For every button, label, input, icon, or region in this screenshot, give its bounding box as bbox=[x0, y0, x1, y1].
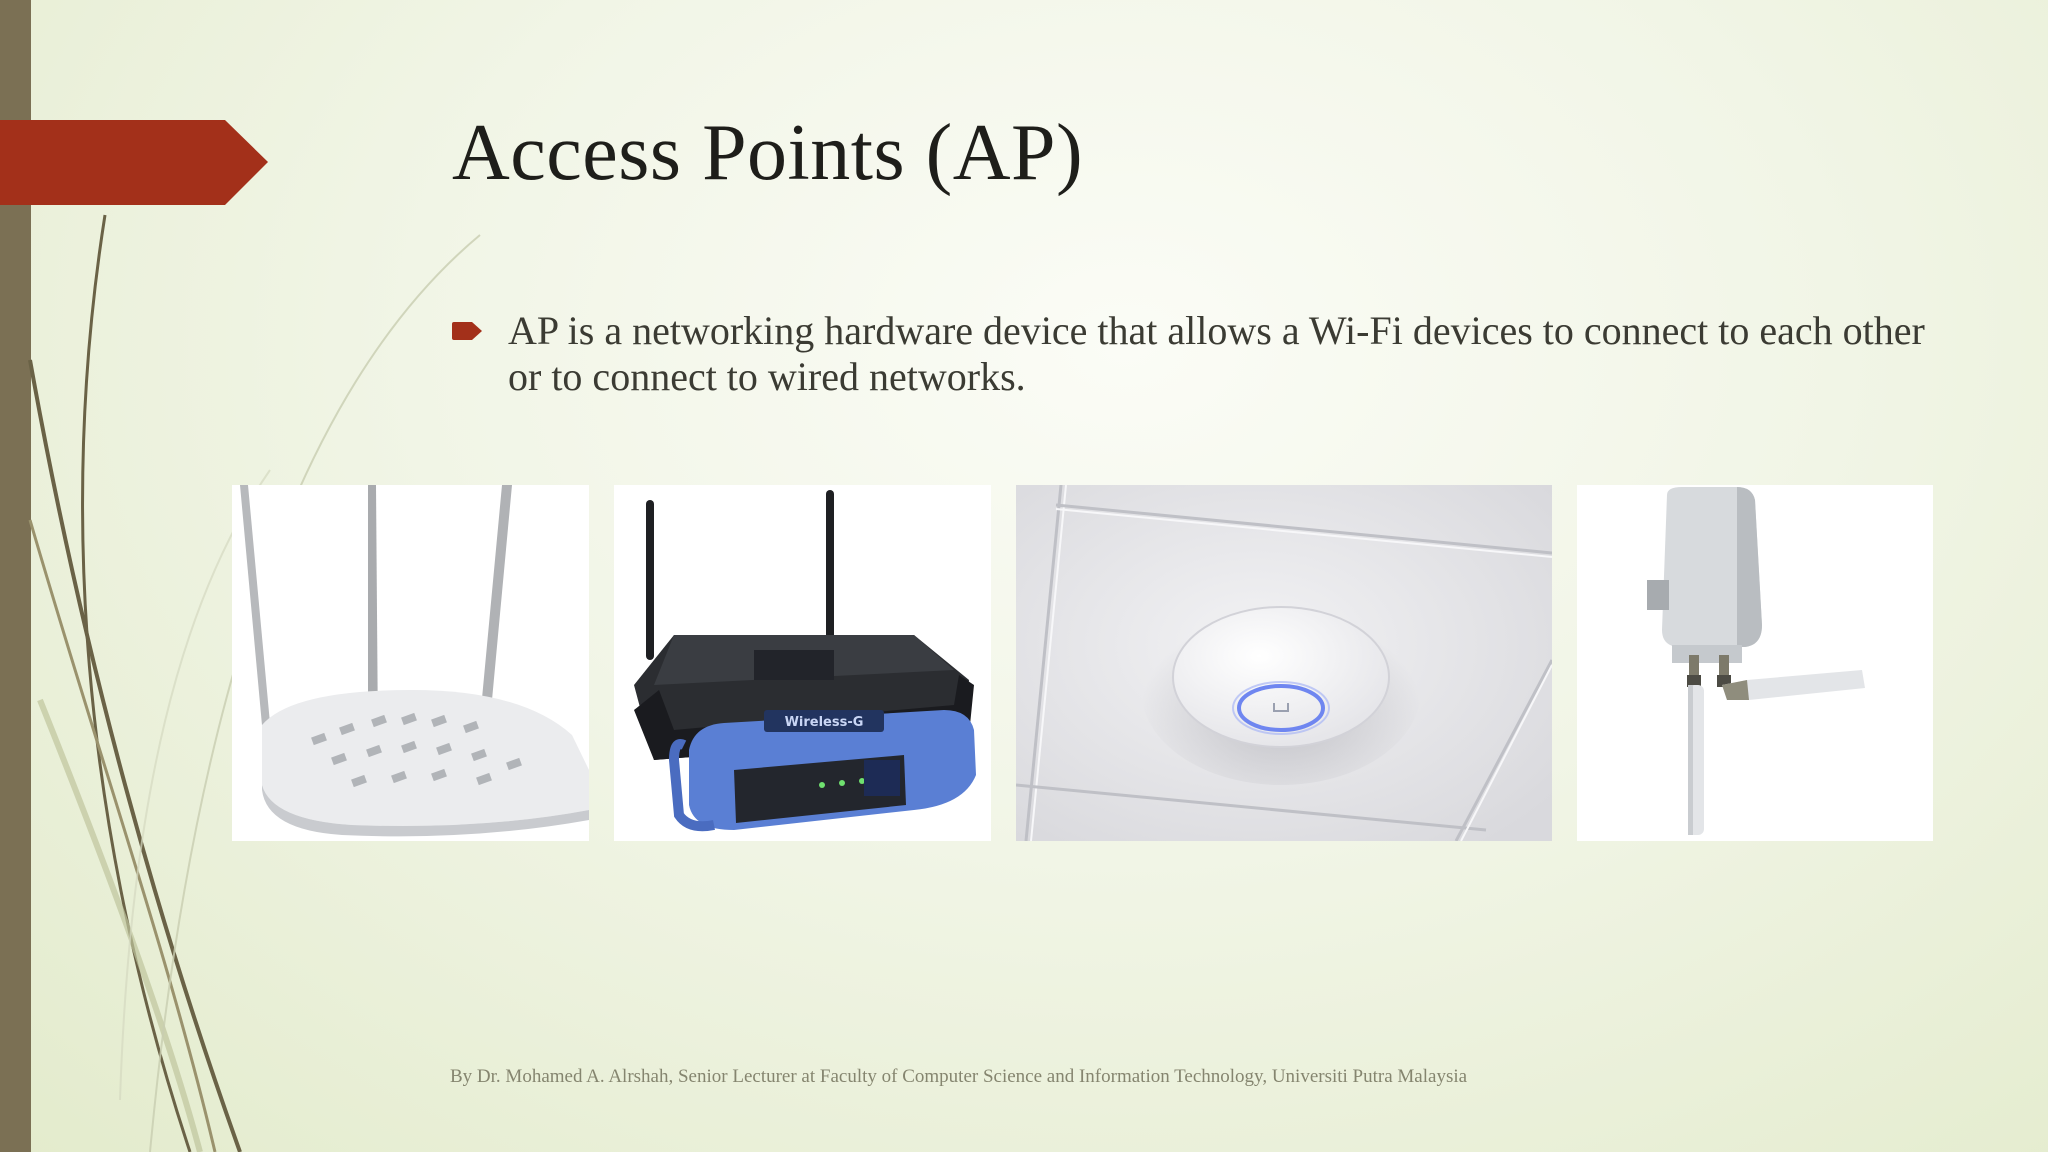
bullet-arrow-icon bbox=[452, 322, 482, 340]
slide-title: Access Points (AP) bbox=[452, 109, 1084, 197]
title-arrow-tab bbox=[0, 120, 268, 205]
decorative-swoosh-lines bbox=[28, 214, 481, 1152]
white-three-antenna-access-point-photo bbox=[232, 485, 589, 841]
wireless-g-router-photo: Wireless-G bbox=[614, 485, 991, 841]
router-brand-label: Wireless-G bbox=[785, 715, 864, 730]
ceiling-mounted-access-point-photo bbox=[1016, 485, 1552, 841]
bullet-item-text: AP is a networking hardware device that … bbox=[508, 308, 1925, 399]
outdoor-access-point-photo bbox=[1577, 485, 1933, 841]
slide-footer: By Dr. Mohamed A. Alrshah, Senior Lectur… bbox=[450, 1066, 1468, 1087]
bullet-list: AP is a networking hardware device that … bbox=[452, 308, 1932, 400]
